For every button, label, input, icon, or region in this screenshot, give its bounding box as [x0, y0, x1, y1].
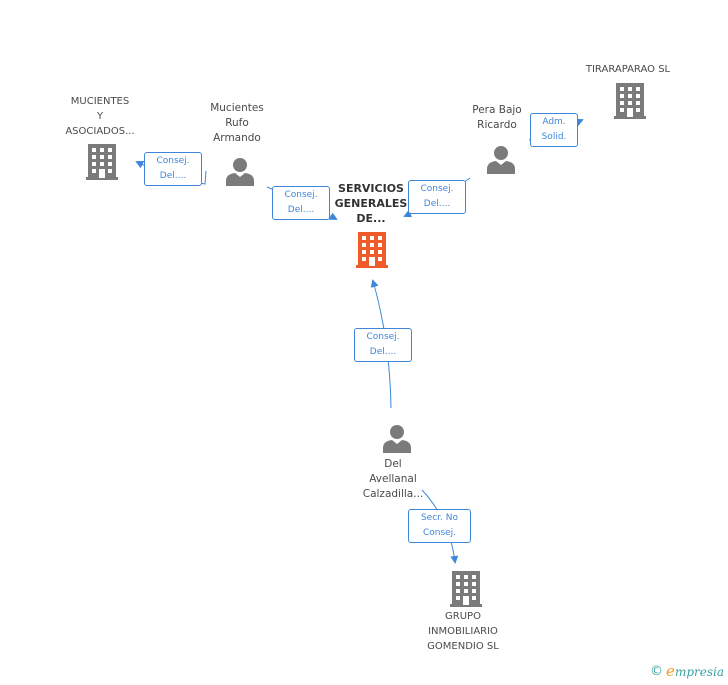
edge-label-e1[interactable]: Consej. Del....: [144, 152, 202, 186]
brand-footer: © empresia: [650, 661, 724, 681]
node-label-servicios-generales[interactable]: SERVICIOS GENERALES DE...: [334, 182, 408, 225]
edge-label-e6[interactable]: Secr. No Consej.: [408, 509, 471, 543]
brand-logo: empresia: [666, 662, 724, 680]
node-label-del-avellanal[interactable]: Del Avellanal Calzadilla...: [362, 458, 424, 500]
node-label-grupo-inmobiliario[interactable]: GRUPO INMOBILIARIO GOMENDIO SL: [427, 611, 499, 652]
person-icon[interactable]: [486, 144, 516, 178]
building-icon-highlighted[interactable]: [356, 232, 388, 272]
node-label-mucientes-rufo[interactable]: Mucientes Rufo Armando: [210, 102, 264, 144]
building-icon[interactable]: [614, 83, 646, 123]
node-label-mucientes-asociados[interactable]: MUCIENTES Y ASOCIADOS...: [65, 96, 135, 137]
edge-label-e2[interactable]: Consej. Del....: [272, 186, 330, 220]
node-label-tiraraparao[interactable]: TIRARAPARAO SL: [585, 64, 671, 75]
node-label-pera-bajo[interactable]: Pera Bajo Ricardo: [472, 104, 522, 131]
person-icon[interactable]: [225, 156, 255, 190]
edge-label-e4[interactable]: Adm. Solid.: [530, 113, 578, 147]
edge-label-e3[interactable]: Consej. Del....: [408, 180, 466, 214]
building-icon[interactable]: [450, 571, 482, 611]
building-icon[interactable]: [86, 144, 118, 184]
copyright-icon: ©: [650, 663, 664, 679]
edge-label-e5[interactable]: Consej. Del....: [354, 328, 412, 362]
person-icon[interactable]: [382, 423, 412, 457]
